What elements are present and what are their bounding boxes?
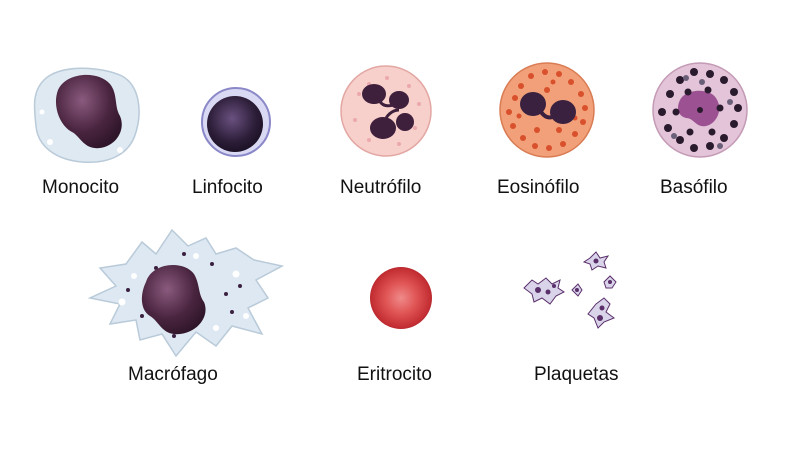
macrophage-icon: [87, 228, 285, 358]
cell-label-neutrofilo: Neutrófilo: [340, 177, 422, 198]
cell-label-linfocito: Linfocito: [192, 177, 263, 198]
monocyte-icon: [33, 67, 140, 163]
cell-label-monocito: Monocito: [42, 177, 120, 198]
basophil-icon: [652, 62, 748, 158]
cell-label-plaquetas: Plaquetas: [534, 364, 619, 385]
lymphocyte-icon: [201, 87, 271, 157]
platelets-icon: [523, 251, 617, 329]
eosinophil-icon: [499, 62, 595, 158]
neutrophil-icon: [340, 65, 432, 157]
erythrocyte-icon: [370, 267, 432, 329]
cell-label-macrofago: Macrófago: [128, 364, 218, 385]
cell-label-eosinofilo: Eosinófilo: [497, 177, 580, 198]
cell-label-eritrocito: Eritrocito: [357, 364, 432, 385]
cell-label-basofilo: Basófilo: [660, 177, 728, 198]
